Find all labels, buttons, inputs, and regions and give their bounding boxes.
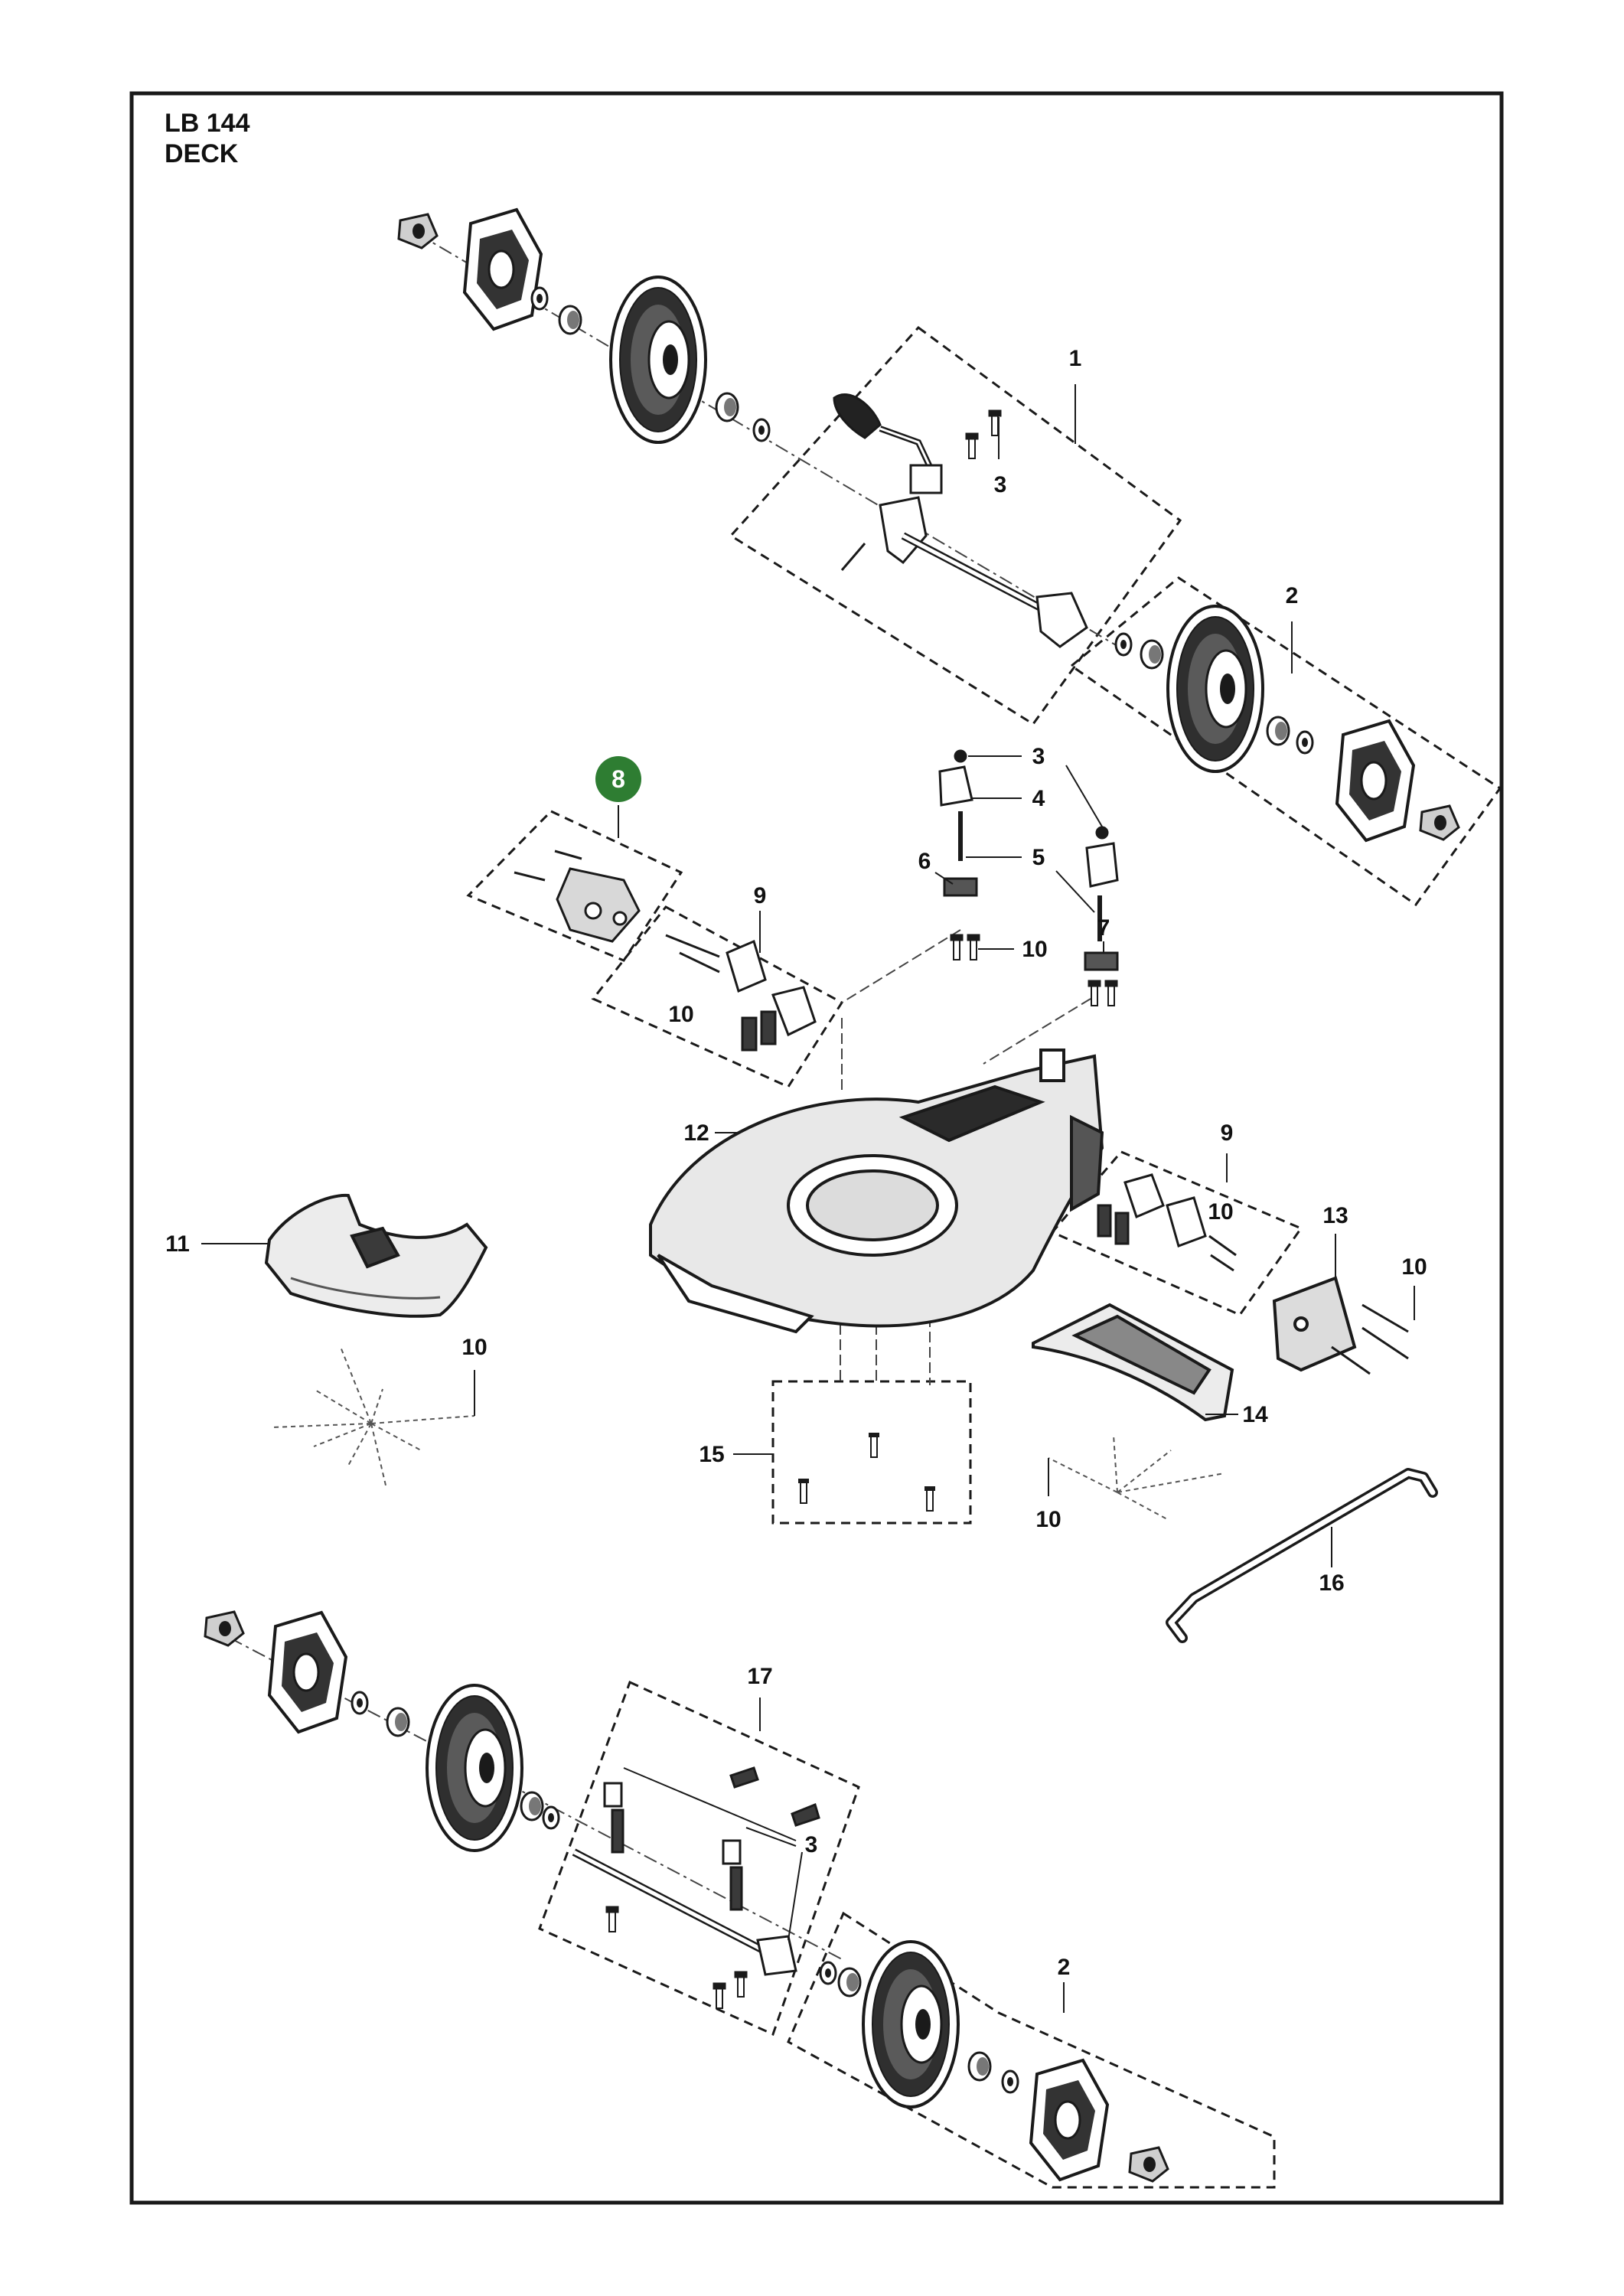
callout-6: 6 — [918, 849, 931, 874]
callout-10e: 10 — [461, 1335, 487, 1360]
screw-burst-right — [1048, 1434, 1225, 1520]
callout-11: 11 — [165, 1231, 190, 1257]
leader-6 — [934, 872, 954, 885]
leader-3d — [623, 1767, 797, 1841]
group-box-15 — [771, 1380, 972, 1525]
side-cover-8 — [514, 850, 641, 943]
wheel-assembly-top-right — [1114, 605, 1460, 842]
callout-2b: 2 — [1058, 1955, 1071, 1980]
callout-10c: 10 — [1208, 1199, 1233, 1225]
diagram-frame — [129, 91, 1504, 2205]
callout-8: 8 — [611, 765, 625, 793]
wheel-assembly-bottom-left — [204, 1610, 560, 1852]
callout-9b: 9 — [1221, 1120, 1234, 1146]
callout-12: 12 — [683, 1120, 709, 1146]
leader-5b — [1055, 870, 1095, 913]
page-section-title: DECK — [165, 139, 239, 168]
group-box-1 — [729, 325, 1182, 726]
assembly-line-c — [983, 998, 1091, 1065]
screw-burst-left — [271, 1346, 475, 1489]
callout-15: 15 — [699, 1442, 724, 1467]
height-adjust-lever — [833, 393, 1088, 648]
rear-flap — [264, 1193, 488, 1318]
callout-14: 14 — [1242, 1402, 1268, 1427]
callout-10f: 10 — [1035, 1507, 1061, 1532]
base-plate-14 — [1032, 1303, 1234, 1422]
latch-springs-right — [1097, 1173, 1237, 1272]
wheel-assembly-bottom-right — [819, 1940, 1169, 2183]
handle-rod-16 — [1166, 1468, 1438, 1643]
callout-13: 13 — [1322, 1203, 1348, 1228]
group-box-2-bottom — [787, 1911, 1276, 2189]
leader-3e — [745, 1827, 797, 1847]
leader-3f — [788, 1851, 803, 1941]
callout-10d: 10 — [1401, 1254, 1427, 1280]
callout-5: 5 — [1032, 845, 1045, 870]
callout-4: 4 — [1032, 786, 1045, 811]
callout-3b: 3 — [1032, 744, 1045, 769]
callout-9a: 9 — [754, 883, 767, 908]
bracket-parts — [938, 749, 1119, 1007]
callout-1: 1 — [1069, 346, 1082, 371]
group-box-9-left — [591, 905, 844, 1088]
page-model: LB 144 — [165, 109, 250, 138]
assembly-line-b — [841, 929, 961, 1003]
callout-16: 16 — [1319, 1570, 1344, 1596]
side-panel-13 — [1272, 1276, 1409, 1375]
leader-3c — [1065, 765, 1103, 827]
callout-7: 7 — [1097, 915, 1110, 941]
callout-17: 17 — [747, 1664, 772, 1689]
callout-2a: 2 — [1286, 583, 1299, 608]
mower-deck — [649, 1049, 1104, 1334]
group-box-17 — [538, 1680, 860, 2037]
callout-10a: 10 — [1022, 937, 1047, 962]
rear-axle-assembly — [572, 1766, 820, 2010]
group-box-2-top — [1069, 576, 1502, 907]
callout-3c: 3 — [805, 1832, 818, 1857]
callout-10b: 10 — [668, 1002, 693, 1027]
screw-set-15 — [797, 1432, 936, 1512]
latch-springs-left — [665, 934, 817, 1052]
group-box-8 — [466, 810, 683, 962]
callout-8-badge — [595, 756, 641, 802]
callout-3a: 3 — [994, 472, 1007, 497]
